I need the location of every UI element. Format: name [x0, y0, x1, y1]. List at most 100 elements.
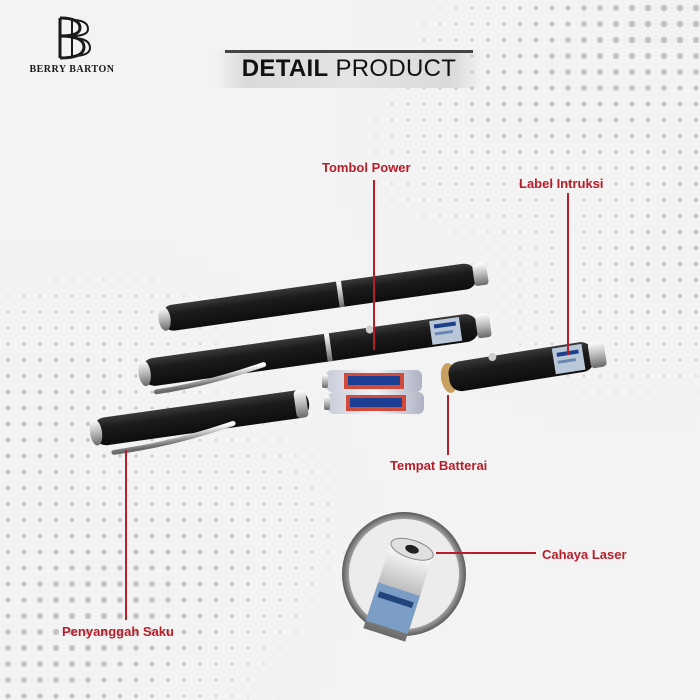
- halftone-dot: [310, 566, 314, 570]
- halftone-dot: [7, 247, 9, 249]
- halftone-dot: [84, 612, 92, 620]
- halftone-dot: [149, 597, 155, 603]
- halftone-dot: [692, 52, 700, 60]
- halftone-dot: [612, 20, 620, 28]
- halftone-dot: [117, 645, 123, 651]
- halftone-dot: [229, 581, 235, 587]
- halftone-dot: [693, 277, 699, 283]
- halftone-dot: [311, 663, 313, 665]
- halftone-dot: [134, 374, 138, 378]
- halftone-dot: [535, 407, 537, 409]
- halftone-dot: [455, 343, 457, 345]
- halftone-dot: [71, 247, 73, 249]
- halftone-dot: [5, 693, 11, 699]
- halftone-dot: [486, 54, 490, 58]
- halftone-dot: [311, 695, 313, 697]
- halftone-dot: [615, 391, 617, 393]
- halftone-dot: [21, 517, 27, 523]
- halftone-dot: [502, 214, 506, 218]
- halftone-dot: [133, 597, 139, 603]
- halftone-dot: [101, 549, 107, 555]
- halftone-dot: [246, 630, 250, 634]
- halftone-dot: [486, 134, 490, 138]
- halftone-dot: [692, 20, 700, 28]
- halftone-dot: [295, 439, 297, 441]
- halftone-dot: [230, 662, 234, 666]
- halftone-dot: [5, 645, 11, 651]
- halftone-dot: [53, 533, 59, 539]
- halftone-dot: [503, 295, 505, 297]
- halftone-dot: [36, 644, 44, 652]
- halftone-dot: [246, 566, 250, 570]
- halftone-dot: [119, 247, 121, 249]
- halftone-dot: [598, 326, 602, 330]
- halftone-dot: [262, 454, 266, 458]
- halftone-dot: [54, 342, 58, 346]
- halftone-dot: [582, 182, 586, 186]
- halftone-dot: [470, 214, 474, 218]
- halftone-dot: [550, 246, 554, 250]
- halftone-dot: [55, 263, 57, 265]
- halftone-dot: [677, 85, 683, 91]
- halftone-dot: [118, 486, 122, 490]
- halftone-dot: [343, 103, 345, 105]
- halftone-dot: [53, 373, 59, 379]
- halftone-dot: [359, 7, 361, 9]
- halftone-dot: [695, 375, 697, 377]
- halftone-dot: [118, 470, 122, 474]
- halftone-dot: [503, 343, 505, 345]
- halftone-dot: [262, 502, 266, 506]
- halftone-dot: [101, 565, 107, 571]
- halftone-dot: [86, 438, 90, 442]
- halftone-dot: [391, 39, 393, 41]
- halftone-dot: [182, 662, 186, 666]
- halftone-dot: [598, 182, 602, 186]
- halftone-dot: [21, 501, 27, 507]
- halftone-dot: [37, 501, 43, 507]
- halftone-dot: [534, 150, 538, 154]
- halftone-dot: [101, 693, 107, 699]
- halftone-dot: [37, 549, 43, 555]
- halftone-dot: [534, 246, 538, 250]
- halftone-dot: [21, 693, 27, 699]
- halftone-dot: [310, 550, 314, 554]
- halftone-dot: [198, 454, 202, 458]
- halftone-dot: [69, 661, 75, 667]
- halftone-dot: [54, 294, 58, 298]
- halftone-dot: [85, 661, 91, 667]
- halftone-dot: [181, 645, 187, 651]
- halftone-dot: [663, 375, 665, 377]
- halftone-dot: [519, 391, 521, 393]
- halftone-dot: [118, 358, 122, 362]
- halftone-dot: [519, 263, 521, 265]
- halftone-dot: [583, 375, 585, 377]
- halftone-dot: [246, 486, 250, 490]
- halftone-dot: [181, 533, 187, 539]
- halftone-dot: [134, 342, 138, 346]
- halftone-dot: [53, 693, 59, 699]
- halftone-dot: [517, 85, 523, 91]
- halftone-dot: [133, 581, 139, 587]
- halftone-dot: [247, 391, 249, 393]
- halftone-dot: [422, 198, 426, 202]
- halftone-dot: [582, 262, 586, 266]
- halftone-dot: [278, 502, 282, 506]
- halftone-dot: [343, 487, 345, 489]
- halftone-dot: [486, 166, 490, 170]
- halftone-dot: [116, 612, 124, 620]
- halftone-dot: [247, 327, 249, 329]
- halftone-dot: [407, 231, 409, 233]
- halftone-dot: [677, 229, 683, 235]
- halftone-dot: [375, 487, 377, 489]
- halftone-dot: [644, 36, 652, 44]
- halftone-dot: [295, 663, 297, 665]
- halftone-dot: [278, 470, 282, 474]
- bb-monogram-icon: [58, 16, 92, 60]
- halftone-dot: [565, 37, 571, 43]
- halftone-dot: [102, 470, 106, 474]
- halftone-dot: [38, 326, 42, 330]
- halftone-dot: [118, 310, 122, 314]
- halftone-dot: [375, 167, 377, 169]
- halftone-dot: [117, 517, 123, 523]
